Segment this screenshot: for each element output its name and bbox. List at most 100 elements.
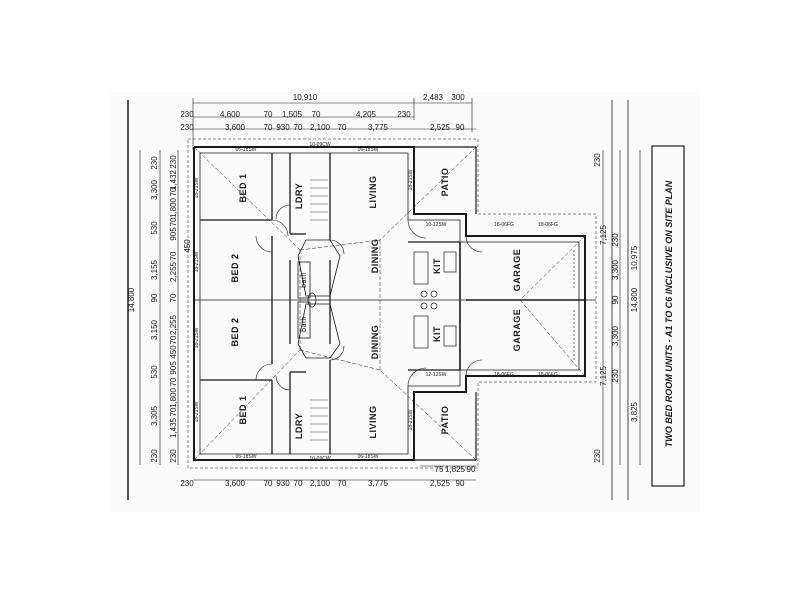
room-label-patio-bottom: PATIO xyxy=(440,406,450,435)
room-label-patio-top: PATIO xyxy=(440,168,450,197)
dim-left-c2f: 905 xyxy=(169,227,178,241)
dim-right-b6: 230 xyxy=(611,369,620,383)
dim-bot-r2e: 70 xyxy=(294,479,303,488)
room-label-dining-top: DINING xyxy=(370,239,380,274)
dim-top-r3g: 70 xyxy=(338,123,347,132)
dim-left-c1i: 230 xyxy=(150,449,159,463)
dim-top-overall: 10,910 xyxy=(293,93,318,102)
sheet-border xyxy=(127,100,685,500)
laundry-tiles xyxy=(310,179,328,441)
dim-bot-r2j: 90 xyxy=(456,479,465,488)
window-code-w12: 18-06FG xyxy=(538,372,558,378)
window-code-w15: 18-21SW xyxy=(194,327,200,348)
dim-bot-r1c: 90 xyxy=(467,465,476,474)
dim-bot-r2c: 70 xyxy=(264,479,273,488)
dim-top-r2g: 230 xyxy=(397,110,411,119)
room-label-garage-bottom: GARAGE xyxy=(512,309,522,352)
room-label-dining-bottom: DINING xyxy=(370,325,380,360)
room-label-bed2-bottom: BED 2 xyxy=(230,317,240,346)
dim-left-c1e: 90 xyxy=(150,293,159,302)
dim-right-c1: 10,975 xyxy=(630,245,639,270)
room-label-bed1-top: BED 1 xyxy=(238,173,248,202)
dim-left-c2i: 2,255 xyxy=(169,261,178,282)
dim-right-b3: 3,300 xyxy=(611,259,620,280)
dim-right-c2: 14,800 xyxy=(630,287,639,312)
dim-left-c2b: 1,432 xyxy=(169,169,178,190)
dim-top-r3i: 2,525 xyxy=(430,123,451,132)
room-label-garage-top: GARAGE xyxy=(512,249,522,292)
dim-left-c1a: 230 xyxy=(150,156,159,170)
roof-hip-lines xyxy=(193,146,586,461)
dim-right-b2: 230 xyxy=(611,233,620,247)
dim-bot-r2i: 2,525 xyxy=(430,479,451,488)
room-label-bed2-top: BED 2 xyxy=(230,253,240,282)
dim-left-c2q: 70 xyxy=(169,407,178,416)
dim-top-r2d: 1,505 xyxy=(282,110,303,119)
room-label-ldry-top: LDRY xyxy=(294,183,304,209)
room-label-ldry-bottom: LDRY xyxy=(294,413,304,439)
window-code-w10: 18-06FG xyxy=(538,222,558,228)
dim-left-c2j: 70 xyxy=(169,293,178,302)
dim-left-c1h: 3,305 xyxy=(150,405,159,426)
window-code-w3: 06-18SW xyxy=(358,147,379,153)
window-code-w5: 10-09CW xyxy=(309,456,330,462)
window-code-w1: 06-18SW xyxy=(236,147,257,153)
window-code-w18: 18-21SW xyxy=(408,409,414,430)
dim-bot-r2d: 930 xyxy=(276,479,290,488)
dim-left-overall: 14,800 xyxy=(127,287,136,312)
door-swings xyxy=(255,204,483,391)
window-code-w7: 10-12SW xyxy=(426,222,447,228)
window-code-w8: 12-12SW xyxy=(426,372,447,378)
dim-bot-r2b: 3,600 xyxy=(225,479,246,488)
dim-top-overall-right-b: 300 xyxy=(451,93,465,102)
bottom-dimension-lines xyxy=(193,465,476,481)
bath-fixtures xyxy=(297,239,341,359)
dim-right-a-bottom: 230 xyxy=(593,449,602,463)
room-label-bath-bottom: bath xyxy=(301,316,308,332)
dim-left-c2e: 70 xyxy=(169,217,178,226)
dim-left-c2p: 1,800 xyxy=(169,387,178,408)
top-dimension-lines xyxy=(192,98,476,150)
dim-left-c2d: 1,800 xyxy=(169,197,178,218)
dim-top-r2b: 4,600 xyxy=(220,110,241,119)
dim-bot-r2a: 230 xyxy=(180,479,194,488)
plan-title: TWO BED ROOM UNITS - A1 TO C6 INCLUSIVE … xyxy=(664,180,674,447)
dim-right-b7: 7,125 xyxy=(599,365,608,386)
window-code-w11: 18-06FG xyxy=(494,372,514,378)
window-code-w13: 18-21SW xyxy=(194,177,200,198)
dim-left-c1g: 530 xyxy=(150,365,159,379)
dim-bot-r2g: 70 xyxy=(338,479,347,488)
dim-left-c2l: 70 xyxy=(169,335,178,344)
room-label-living-bottom: LIVING xyxy=(368,405,378,438)
dim-left-c1d: 3,155 xyxy=(150,259,159,280)
dim-left-c2h: 70 xyxy=(169,251,178,260)
room-label-kit-top: KIT xyxy=(432,258,442,274)
left-dimension-lines xyxy=(139,150,179,465)
dim-left-c1f: 3,150 xyxy=(150,319,159,340)
dim-right-b5: 3,300 xyxy=(611,325,620,346)
dim-top-r2f: 4,205 xyxy=(356,110,377,119)
kitchen-fixtures xyxy=(413,251,457,349)
dim-top-r3f: 2,100 xyxy=(310,123,331,132)
dim-left-c2o: 70 xyxy=(169,377,178,386)
dim-left-c2c: 70 xyxy=(169,187,178,196)
dim-top-r2a: 230 xyxy=(180,110,194,119)
sheet-area xyxy=(110,92,700,512)
dim-left-c2g: 450 xyxy=(183,239,192,253)
dim-top-r3a: 230 xyxy=(180,123,194,132)
window-code-w6: 06-18SW xyxy=(358,454,379,460)
dim-left-c1b: 3,300 xyxy=(150,179,159,200)
dim-top-r3j: 90 xyxy=(456,123,465,132)
dim-top-r3d: 930 xyxy=(276,123,290,132)
window-code-w14: 18-21SW xyxy=(194,251,200,272)
dim-left-c2n: 905 xyxy=(169,361,178,375)
dim-top-r3e: 70 xyxy=(294,123,303,132)
right-dimension-lines xyxy=(602,150,641,465)
dim-left-c1c: 530 xyxy=(150,221,159,235)
dim-top-r2e: 70 xyxy=(312,110,321,119)
window-code-w2: 10-09CW xyxy=(309,142,330,148)
window-code-w16: 18-21SW xyxy=(194,401,200,422)
dim-left-c2k: 2,255 xyxy=(169,314,178,335)
dim-right-b1: 7,125 xyxy=(599,224,608,245)
